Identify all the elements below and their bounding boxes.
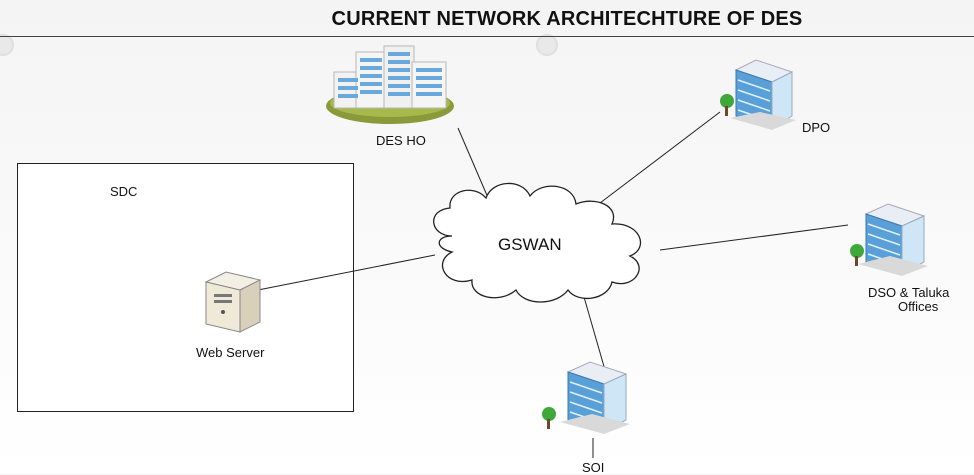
sdc-label: SDC [110,184,138,199]
dso-label-line2: Offices [898,299,939,314]
soi-building-icon [542,361,630,434]
dso-label-line1: DSO & Taluka [868,285,950,300]
gswan-label: GSWAN [498,235,562,254]
decorative-circle-mid [536,34,558,56]
decorative-circle-left [0,34,14,56]
soi-label: SOI [582,460,605,475]
dso-building-icon [850,203,928,276]
server-icon [204,271,262,333]
dpo-label: DPO [802,120,831,135]
link-dso-gswan [659,224,849,251]
web-server-label: Web Server [196,345,265,360]
link-soi-gswan [581,289,606,371]
link-dpo-gswan [599,111,721,204]
link-desho-gswan [457,127,493,208]
title-divider [0,36,974,37]
sdc-container [17,163,354,412]
cloud-icon [433,182,642,303]
link-webserver-gswan [257,254,436,291]
page-title: CURRENT NETWORK ARCHITECHTURE OF DES [331,8,803,30]
dpo-building-icon [720,59,796,130]
des-ho-building-icon [326,45,454,124]
des-ho-label: DES HO [376,133,426,148]
